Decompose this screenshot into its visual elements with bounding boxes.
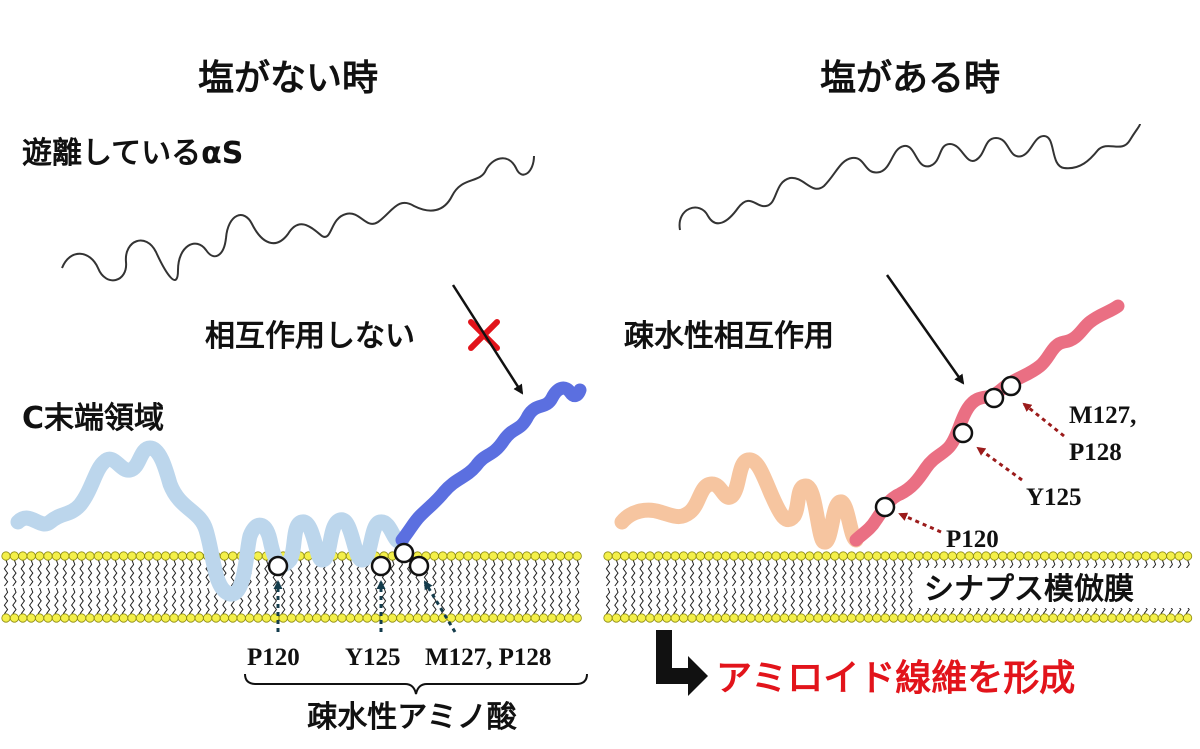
membrane-right xyxy=(603,551,1193,623)
left-title: 塩がない時 xyxy=(198,58,378,99)
bound-chain-right xyxy=(614,452,864,550)
membrane-label: シナプス模倣膜 xyxy=(924,572,1134,607)
cterm-chain-left xyxy=(395,381,587,547)
residue-p120-right xyxy=(874,496,896,518)
pointer-m127-right xyxy=(1022,402,1065,438)
residue-label-p128-right: P128 xyxy=(1069,439,1122,466)
residue-m127-right xyxy=(983,387,1005,409)
bound-chain-left xyxy=(10,440,410,602)
residue-p120-left xyxy=(267,555,289,577)
residue-y125-left xyxy=(370,555,392,577)
no-interaction-label: 相互作用しない xyxy=(205,319,415,354)
hydrophobic-amino-acid-label: 疎水性アミノ酸 xyxy=(307,700,517,735)
pointer-y125-right xyxy=(976,446,1023,482)
residue-p128-right xyxy=(1000,375,1022,397)
residue-label-p120-left: P120 xyxy=(247,644,300,671)
free-protein-chain-left xyxy=(61,155,535,282)
hydrophobic-interaction-label: 疎水性相互作用 xyxy=(624,319,834,354)
residue-label-y125-right: Y125 xyxy=(1026,484,1082,511)
pointer-p120-right xyxy=(898,512,942,534)
free-protein-chain-right xyxy=(678,123,1141,231)
residue-label-y125-left: Y125 xyxy=(345,644,401,671)
cterm-label: C末端領域 xyxy=(22,401,164,436)
approach-arrow-right xyxy=(885,274,965,385)
residue-p128-left xyxy=(408,555,430,577)
free-as-label: 遊離しているαS xyxy=(22,136,243,171)
membrane-label-bg xyxy=(916,568,1200,608)
result-elbow-arrow-icon xyxy=(656,630,708,696)
hydrophobic-brace xyxy=(244,673,588,695)
approach-arrow-left xyxy=(451,284,524,395)
residue-y125-right xyxy=(952,422,974,444)
residue-label-m127-right: M127, xyxy=(1069,402,1136,429)
residue-label-m127-p128-left: M127, P128 xyxy=(425,644,551,671)
residue-label-p120-right: P120 xyxy=(946,526,999,553)
pointer-m127-left xyxy=(423,580,457,633)
right-title: 塩がある時 xyxy=(820,58,1000,99)
amyloid-fibril-label: アミロイド線維を形成 xyxy=(716,658,1075,699)
cterm-chain-right xyxy=(849,299,1125,547)
residue-m127-left xyxy=(393,542,415,564)
